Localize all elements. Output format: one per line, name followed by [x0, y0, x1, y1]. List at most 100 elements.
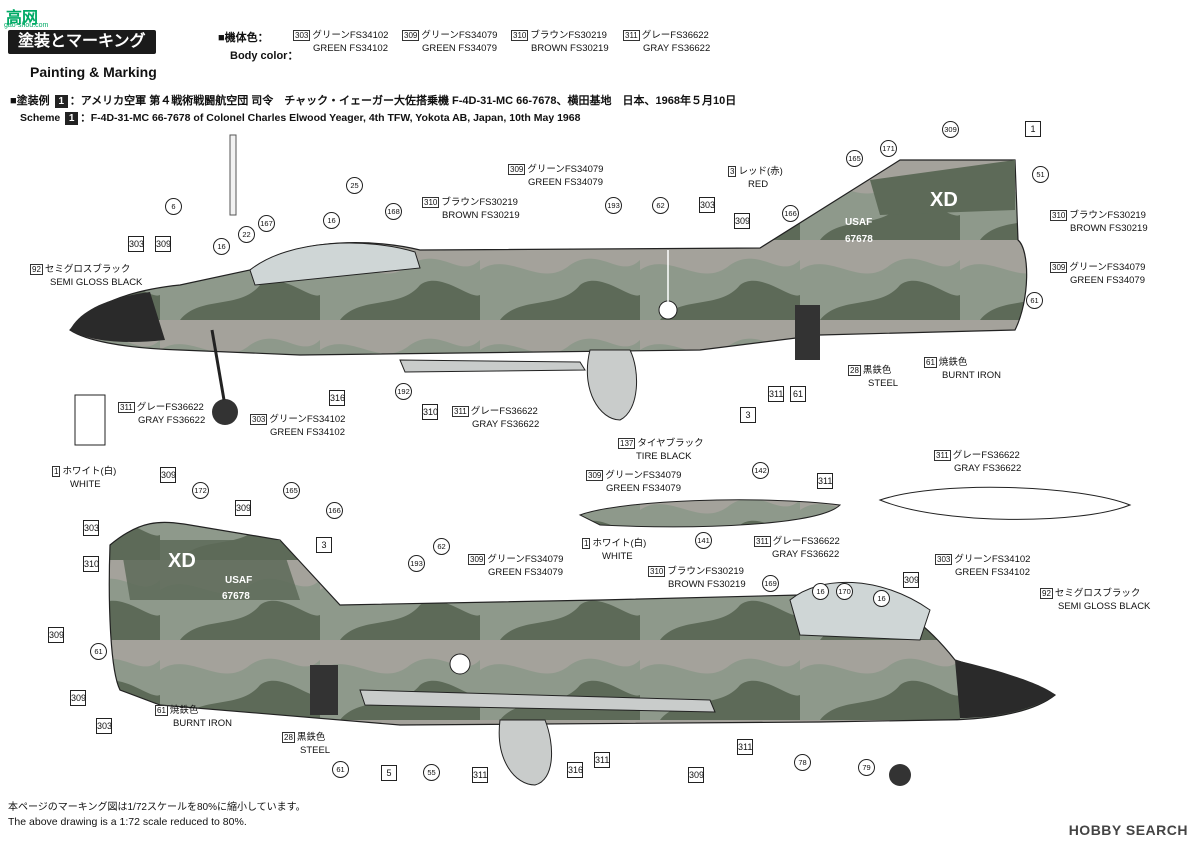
callout-number: 5: [381, 765, 397, 781]
landing-gear-lower: [498, 719, 553, 786]
callout-number: 309: [70, 690, 86, 706]
callout-number: 309: [688, 767, 704, 783]
nose-wheel: [212, 399, 238, 425]
callout-green-bottom-en: GREEN FS34079: [488, 567, 563, 578]
callout-number: 303: [83, 520, 99, 536]
callout-number: 193: [408, 555, 425, 572]
callout-number: 311: [472, 767, 488, 783]
callout-number: 78: [794, 754, 811, 771]
callout-number: 171: [880, 140, 897, 157]
body-color-item-en: BROWN FS30219: [531, 43, 609, 54]
callout-number: 167: [258, 215, 275, 232]
intake-lower-dark: [310, 665, 338, 715]
callout-number: 61: [332, 761, 349, 778]
callout-number: 172: [192, 482, 209, 499]
callout-gray-mid-en: GRAY FS36622: [472, 419, 540, 430]
callout-number: 166: [326, 502, 343, 519]
fin-detail: [74, 394, 106, 446]
callout-number: 168: [385, 203, 402, 220]
callout-number: 309: [734, 213, 750, 229]
scale-note-en: The above drawing is a 1:72 scale reduce…: [8, 816, 247, 828]
callout-number: 6: [165, 198, 182, 215]
callout-green-tail-en: GREEN FS34079: [1070, 275, 1145, 286]
callout-number: 16: [323, 212, 340, 229]
callout-number: 165: [846, 150, 863, 167]
callout-number: 303: [128, 236, 144, 252]
usaf-top: USAF: [845, 217, 872, 228]
drop-tank-right: [878, 486, 1132, 520]
callout-tank-gray-en: GRAY FS36622: [772, 549, 840, 560]
callout-number: 61: [90, 643, 107, 660]
body-color-item-en: GREEN FS34079: [422, 43, 497, 54]
callout-number: 165: [283, 482, 300, 499]
callout-number: 61: [1026, 292, 1043, 309]
callout-green-34102-bottom-en: GREEN FS34102: [955, 567, 1030, 578]
section-title: 塗装とマーキング: [8, 30, 156, 54]
site-logo: 高网 gao-shou.com: [0, 0, 70, 34]
nose-radome-lower: [955, 660, 1055, 718]
callout-number: 309: [942, 121, 959, 138]
callout-number: 166: [782, 205, 799, 222]
callout-brown-bottom-en: BROWN FS30219: [668, 579, 746, 590]
site-logo-subtext: gao-shou.com: [4, 22, 49, 29]
callout-tank-gray-right-en: GRAY FS36622: [954, 463, 1022, 474]
callout-number: 141: [695, 532, 712, 549]
callout-steel-top-en: STEEL: [868, 378, 899, 389]
upper-profile: [69, 159, 1028, 425]
insignia-lower: [449, 653, 471, 675]
tail-camo-lower: [120, 540, 300, 600]
callout-number: 309: [155, 236, 171, 252]
body-color-label-jp: ■機体色：: [218, 32, 269, 44]
canopy: [249, 242, 421, 286]
callout-number: 142: [752, 462, 769, 479]
callout-green-gear-en: GREEN FS34102: [270, 427, 345, 438]
callout-number: 1: [1025, 121, 1041, 137]
callout-green-top-en: GREEN FS34079: [528, 177, 603, 188]
tail-code-top: XD: [930, 189, 958, 211]
callout-number: 309: [903, 572, 919, 588]
body-color-legend: ■機体色： Body color：: [218, 29, 298, 63]
callout-number: 3: [316, 537, 332, 553]
body-color-item-en: GRAY FS36622: [643, 43, 711, 54]
tail-code-bottom: XD: [168, 550, 196, 572]
callout-gray-gear-en: GRAY FS36622: [138, 415, 206, 426]
engine-intake-dark: [795, 305, 820, 360]
callout-white-bottom-en: WHITE: [70, 479, 101, 490]
callout-number: 303: [699, 197, 715, 213]
callout-number: 62: [433, 538, 450, 555]
nose-wheel-lower: [889, 764, 911, 786]
pitot-detail: [229, 134, 237, 216]
callout-number: 193: [605, 197, 622, 214]
lower-profile: [108, 521, 1057, 786]
callout-number: 309: [235, 500, 251, 516]
callout-brown-tail-en: BROWN FS30219: [1070, 223, 1148, 234]
callout-number: 309: [48, 627, 64, 643]
callout-tank-white-en: WHITE: [602, 551, 633, 562]
callout-number: 25: [346, 177, 363, 194]
body-color-label-en: Body color：: [230, 50, 299, 62]
callout-tank-green-en: GREEN FS34079: [606, 483, 681, 494]
callout-number: 303: [96, 718, 112, 734]
serial-top: 67678: [845, 234, 873, 245]
site-logo-text: 高网: [6, 10, 39, 27]
callout-number: 311: [768, 386, 784, 402]
canopy-lower: [789, 581, 931, 641]
callout-steel-bottom-en: STEEL: [300, 745, 331, 756]
callout-number: 3: [740, 407, 756, 423]
